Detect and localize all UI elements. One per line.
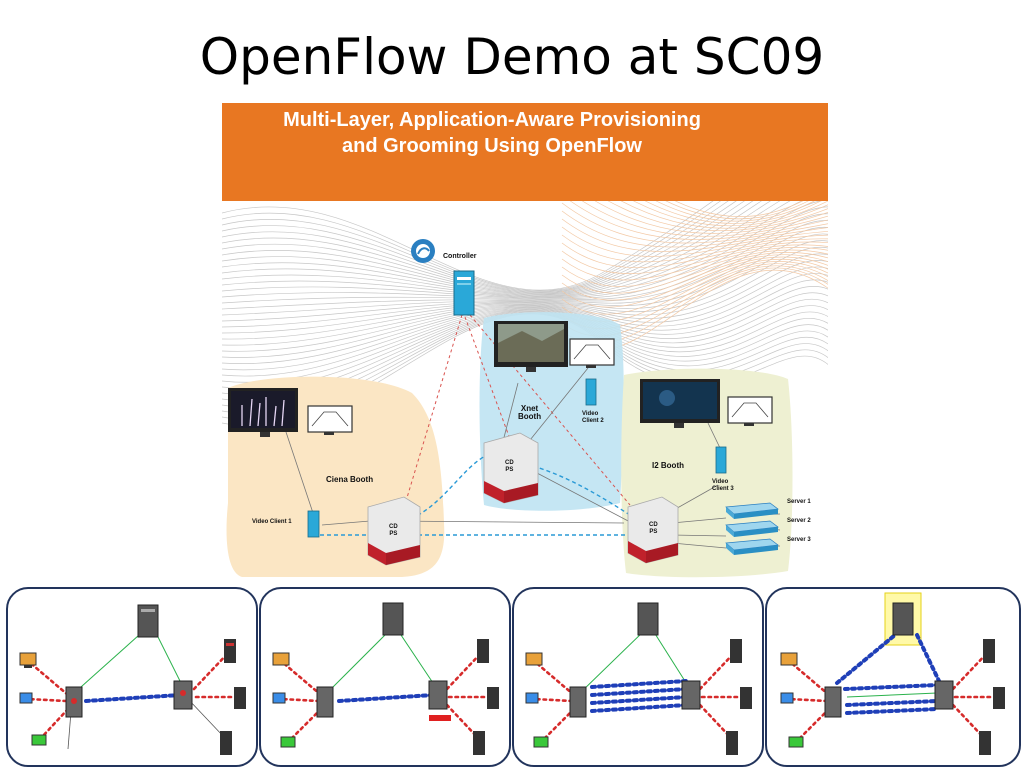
computer-icon: [525, 692, 539, 704]
server-icon: [993, 687, 1005, 709]
server-icon: [983, 639, 995, 663]
switch-icon-ciena: [367, 496, 421, 566]
switch-icon: [428, 680, 448, 710]
switch-ciena-label-line-1: CD: [389, 524, 398, 530]
switch-i2-label-line-2: PS: [649, 529, 658, 535]
i2-booth-label: I2 Booth: [652, 461, 684, 470]
xnet-booth-label: Xnet Booth: [518, 405, 541, 421]
xnet-booth-label-line-2: Booth: [518, 412, 542, 421]
controller-icon: [411, 239, 475, 316]
switch-icon-xnet: [483, 432, 539, 504]
video-client-2-label-line-1: Video: [582, 411, 599, 417]
banner-title: Multi-Layer, Application-Aware Provision…: [222, 107, 762, 159]
switch-xnet-label: CD PS: [505, 460, 514, 474]
topology-diagram-1: [19, 604, 246, 755]
controller-links: [405, 314, 631, 506]
monitor-icon-xnet: [494, 321, 568, 372]
switch-icon: [934, 680, 954, 710]
switch-icon: [316, 686, 334, 718]
computer-icon: [280, 736, 296, 748]
switch-xnet-label-line-2: PS: [505, 467, 514, 473]
computer-icon: [525, 652, 543, 666]
computer-icon: [272, 692, 286, 704]
video-client-1-label: Video Client 1: [252, 519, 292, 525]
server-2-label: Server 2: [787, 518, 811, 524]
switch-icon: [173, 680, 193, 710]
switch-icon: [681, 680, 701, 710]
switch-ciena-label-line-2: PS: [389, 531, 398, 537]
topology-panels: [0, 583, 1024, 768]
server-icon: [473, 731, 485, 755]
video-client-2-icon: [585, 378, 597, 406]
computer-icon: [780, 692, 794, 704]
server-1-icon: [725, 502, 779, 519]
graph-thumbnail-ciena: [307, 405, 353, 435]
server-icon: [382, 602, 404, 636]
demo-poster: Multi-Layer, Application-Aware Provision…: [222, 103, 828, 581]
topology-panel-1: [6, 587, 258, 767]
topology-panel-4: [765, 587, 1021, 767]
computer-icon: [780, 652, 798, 666]
video-client-2-label-line-2: Client 2: [582, 418, 604, 424]
server-icon: [979, 731, 991, 755]
monitor-icon-ciena: [228, 388, 298, 437]
banner-title-line-2: and Grooming Using OpenFlow: [342, 135, 642, 157]
server-3-label: Server 3: [787, 537, 811, 543]
server-icon: [637, 602, 659, 636]
alarm-indicator: [429, 715, 451, 721]
server-icon: [224, 639, 236, 663]
banner-title-line-1: Multi-Layer, Application-Aware Provision…: [283, 109, 701, 131]
controller-label: Controller: [443, 253, 477, 260]
slide-title: OpenFlow Demo at SC09: [199, 28, 825, 86]
topology-panel-3: [512, 587, 764, 767]
switch-i2-label: CD PS: [649, 522, 658, 536]
computer-icon: [31, 734, 47, 746]
computer-icon: [533, 736, 549, 748]
poster-banner: Multi-Layer, Application-Aware Provision…: [222, 103, 828, 201]
switch-icon-i2: [627, 496, 679, 564]
video-client-3-label-line-1: Video: [712, 479, 729, 485]
server-icon: [220, 731, 232, 755]
server-icon: [730, 639, 742, 663]
server-icon: [892, 602, 914, 636]
xnet-booth-label-line-1: Xnet: [520, 404, 539, 413]
switch-ciena-label: CD PS: [389, 524, 398, 538]
switch-xnet-label-line-1: CD: [505, 460, 514, 466]
video-client-1-icon: [307, 510, 320, 538]
server-icon: [487, 687, 499, 709]
topology-diagram-2: [272, 602, 499, 755]
monitor-icon-i2: [640, 379, 720, 428]
server-2-icon: [725, 520, 779, 537]
server-icon: [726, 731, 738, 755]
topology-diagram-3: [525, 602, 752, 755]
video-client-3-icon: [715, 446, 727, 474]
switch-icon: [569, 686, 587, 718]
switch-i2-label-line-1: CD: [649, 522, 658, 528]
video-client-3-label: Video Client 3: [712, 479, 734, 493]
video-client-3-label-line-2: Client 3: [712, 486, 734, 492]
swirl-background: [222, 122, 828, 578]
computer-icon: [272, 652, 290, 666]
graph-thumbnail-i2: [727, 396, 773, 426]
computer-icon: [19, 652, 37, 668]
ciena-booth-label: Ciena Booth: [326, 475, 374, 484]
switch-icon: [65, 686, 83, 718]
server-icon: [477, 639, 489, 663]
topology-panel-2: [259, 587, 511, 767]
computer-icon: [788, 736, 804, 748]
server-icon: [740, 687, 752, 709]
server-icon: [234, 687, 246, 709]
server-3-icon: [725, 538, 779, 555]
video-client-2-label: Video Client 2: [582, 411, 604, 425]
server-1-label: Server 1: [787, 499, 811, 505]
graph-thumbnail-xnet: [569, 338, 615, 368]
topology-diagram-4: [780, 592, 1005, 755]
server-icon: [137, 604, 159, 638]
computer-icon: [19, 692, 33, 704]
switch-icon: [824, 686, 842, 718]
